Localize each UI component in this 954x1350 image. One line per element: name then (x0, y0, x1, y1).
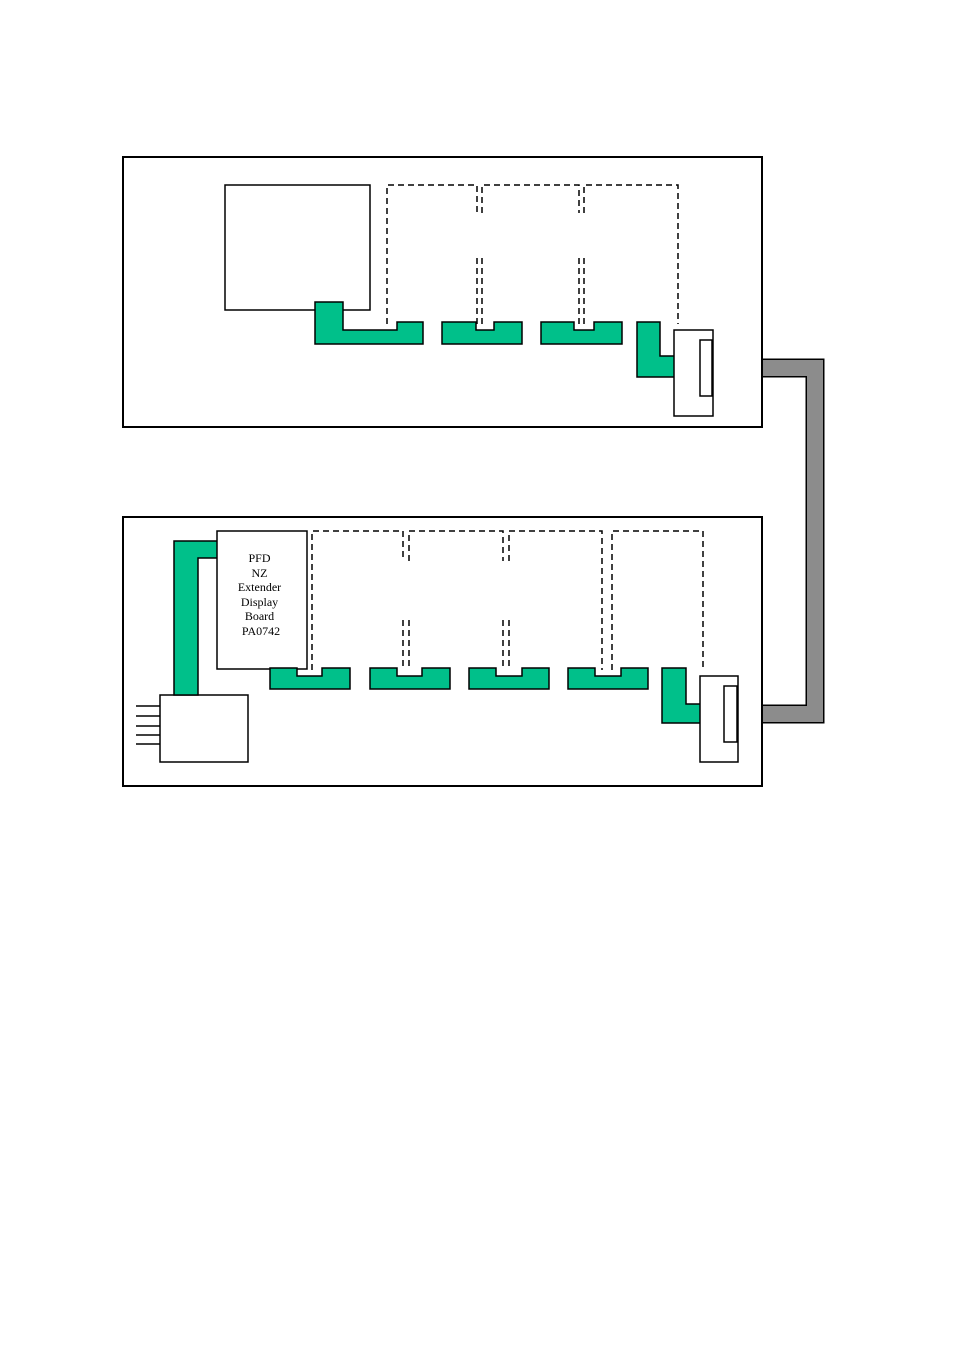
upper-panel (123, 157, 762, 427)
display-board-label-line-3: Extender (238, 580, 281, 594)
display-board-label-line-6: PA0742 (242, 624, 280, 638)
upper-main-board (225, 185, 370, 310)
lower-socket-plug (724, 686, 737, 742)
display-board-label-line-2: NZ (252, 566, 268, 580)
display-board-label-line-5: Board (245, 609, 274, 623)
upper-panel-frame (123, 157, 762, 427)
display-board-label-line-4: Display (241, 595, 278, 609)
lower-cable-socket (700, 676, 738, 762)
terminal-block-body (160, 695, 248, 762)
upper-cable-socket (674, 330, 713, 416)
lower-panel: PFD NZ Extender Display Board PA0742 (123, 517, 762, 786)
display-board-label-line-1: PFD (248, 551, 270, 565)
upper-socket-plug (700, 340, 712, 396)
display-board: PFD NZ Extender Display Board PA0742 (217, 531, 307, 669)
